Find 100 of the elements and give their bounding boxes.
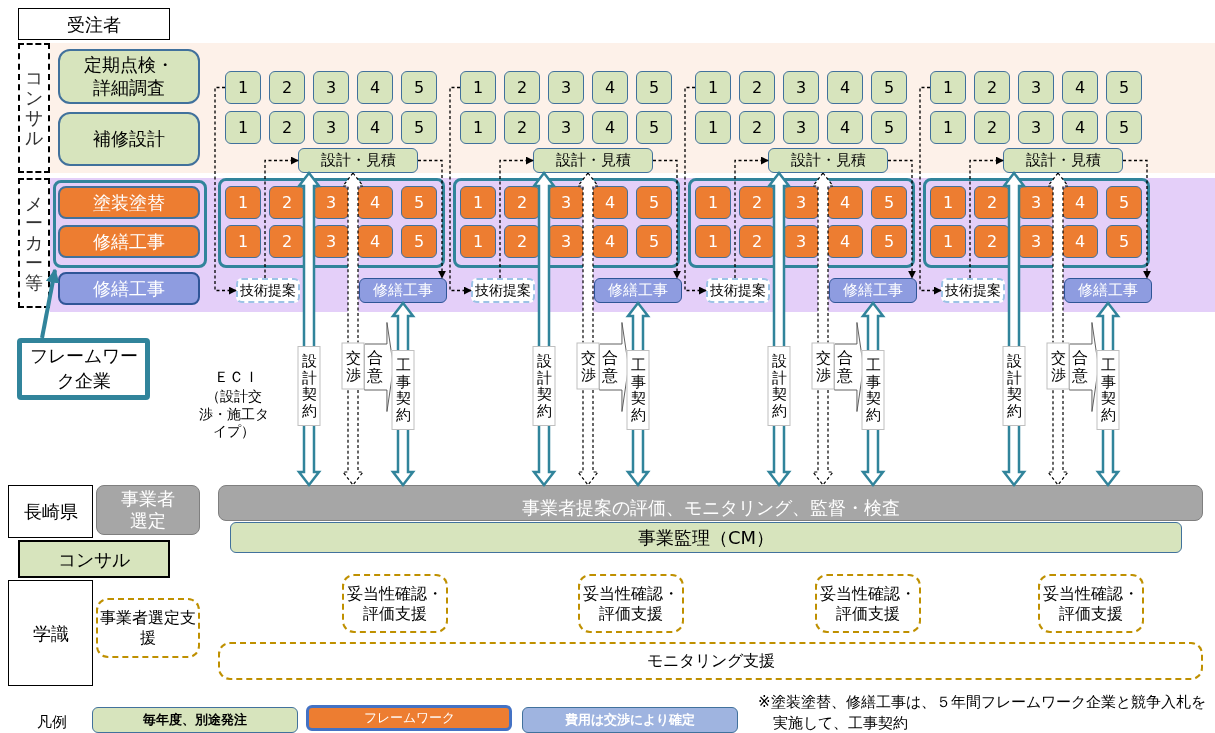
year-box: 3 [313,225,349,258]
year-box: 2 [269,186,305,219]
callout-box: フレームワーク企業 [17,338,150,400]
year-box: 5 [1106,111,1142,144]
legend-title: 凡例 [36,712,68,733]
legend-swatch: 費用は交渉により確定 [522,707,738,733]
task-box: 修繕工事 [594,278,682,303]
dashed-group-box: コンサル [18,43,50,173]
block-arrow: 合意 [599,322,629,412]
block-arrow: 合意 [364,322,394,412]
year-box: 3 [1018,225,1054,258]
arrow [652,159,681,279]
support-box: 妥当性確認・評価支援 [342,574,448,633]
year-box: 1 [225,186,261,219]
arrow [969,156,1004,279]
edge-label: 工事契約 [391,350,415,430]
task-box: 修繕工事 [359,278,447,303]
year-box: 2 [974,71,1010,104]
year-box: 5 [401,225,437,258]
year-box: 1 [695,71,731,104]
year-box: 2 [504,111,540,144]
year-box: 2 [974,186,1010,219]
year-box: 3 [783,71,819,104]
year-box: 2 [739,111,775,144]
edge-label: 交渉 [576,342,600,390]
task-box: 修繕工事 [829,278,917,303]
year-box: 3 [783,225,819,258]
year-box: 2 [974,225,1010,258]
year-box: 4 [827,111,863,144]
year-box: 2 [739,71,775,104]
year-box: 5 [636,186,672,219]
edge-label: 交渉 [341,342,365,390]
dashed-group-box: メーカー等 [18,178,50,308]
year-box: 2 [504,71,540,104]
arrow [919,86,942,295]
year-box: 5 [636,225,672,258]
edge-label: 設計契約 [297,346,321,426]
edge-label: 設計契約 [532,346,556,426]
edge-label: 設計契約 [1002,346,1026,426]
year-box: 4 [357,111,393,144]
process-box: 設計・見積 [768,148,888,173]
year-box: 2 [504,186,540,219]
year-box: 4 [592,111,628,144]
edge-label: 設計契約 [767,346,791,426]
edge-label: 交渉 [811,342,835,390]
year-box: 4 [1062,111,1098,144]
year-box: 4 [1062,225,1098,258]
year-box: 5 [401,71,437,104]
year-box: 1 [460,71,496,104]
year-box: 3 [548,71,584,104]
year-box: 4 [357,186,393,219]
support-box: 事業者選定支援 [96,598,200,658]
year-box: 3 [783,111,819,144]
arrow [214,86,237,295]
year-box: 1 [930,225,966,258]
year-box: 5 [871,186,907,219]
year-box: 4 [592,71,628,104]
year-box: 4 [827,71,863,104]
proposal-box: 技術提案 [236,278,300,303]
year-box: 1 [930,186,966,219]
year-box: 2 [269,225,305,258]
year-box: 5 [401,111,437,144]
process-box: 設計・見積 [533,148,653,173]
year-box: 2 [504,225,540,258]
year-box: 2 [739,225,775,258]
year-box: 1 [695,186,731,219]
year-box: 1 [695,111,731,144]
year-box: 1 [695,225,731,258]
proposal-box: 技術提案 [706,278,770,303]
annotation-text: （設計交渉・施工タイプ） [198,388,270,441]
arrow [684,86,707,295]
process-box: 設計・見積 [1003,148,1123,173]
arrow [264,156,299,279]
year-box: 5 [1106,225,1142,258]
proposal-box: 技術提案 [471,278,535,303]
year-box: 3 [313,71,349,104]
year-box: 3 [548,225,584,258]
year-box: 3 [313,111,349,144]
process-bar: 事業者提案の評価、モニタリング、監督・検査 [218,485,1203,521]
year-box: 2 [974,111,1010,144]
year-box: 5 [401,186,437,219]
year-box: 3 [1018,71,1054,104]
task-box: 塗装塗替 [58,186,200,219]
task-box: 修繕工事 [58,225,200,258]
task-box: 修繕工事 [1064,278,1152,303]
process-box: 事業者選定 [96,485,200,535]
year-box: 1 [460,225,496,258]
year-box: 1 [225,71,261,104]
support-box: 妥当性確認・評価支援 [815,574,921,633]
year-box: 5 [1106,186,1142,219]
year-box: 4 [357,225,393,258]
label-box: 学識 [8,580,93,686]
arrow [417,159,446,279]
year-box: 5 [871,225,907,258]
year-box: 5 [871,71,907,104]
framework-frame [53,180,207,268]
year-box: 3 [548,111,584,144]
year-box: 1 [225,225,261,258]
year-box: 5 [636,111,672,144]
arrow [449,86,472,295]
